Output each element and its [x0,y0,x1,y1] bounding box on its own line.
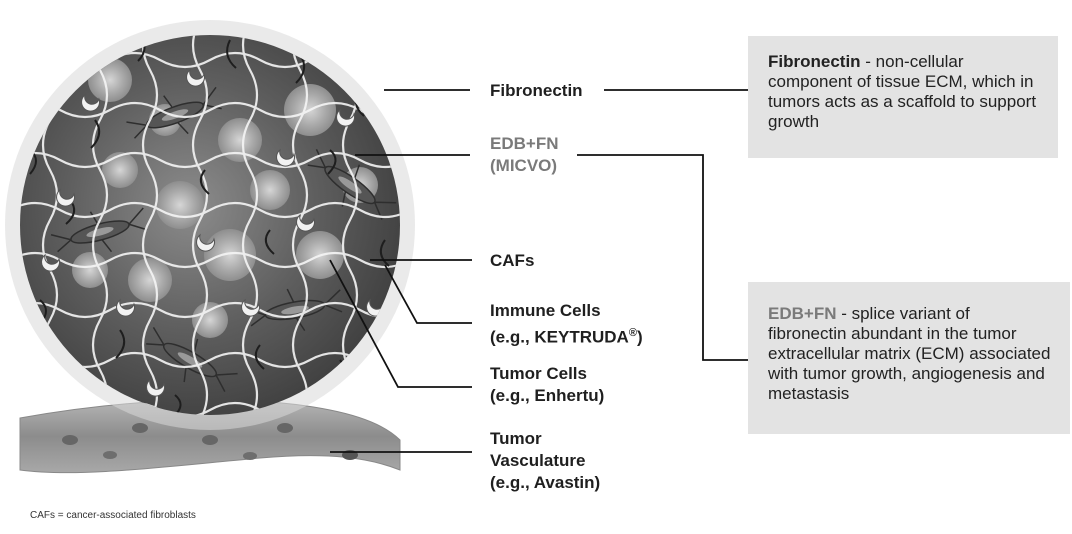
label-edb-fn: EDB+FN (MICVO) [490,133,558,177]
label-immune-cells: Immune Cells (e.g., KEYTRUDA®) [490,300,643,349]
label-tumor-vasculature: Tumor Vasculature (e.g., Avastin) [490,428,600,494]
label-cafs: CAFs [490,250,534,272]
fibronectin-callout: Fibronectin - non-cellular component of … [748,36,1058,158]
label-tumor-cells: Tumor Cells (e.g., Enhertu) [490,363,604,407]
footnote: CAFs = cancer-associated fibroblasts [30,510,196,521]
fibronectin-callout-term: Fibronectin [768,52,861,71]
edb-fn-callout: EDB+FN - splice variant of fibronectin a… [748,282,1070,434]
label-fibronectin: Fibronectin [490,80,583,102]
edb-fn-callout-term: EDB+FN [768,304,836,323]
